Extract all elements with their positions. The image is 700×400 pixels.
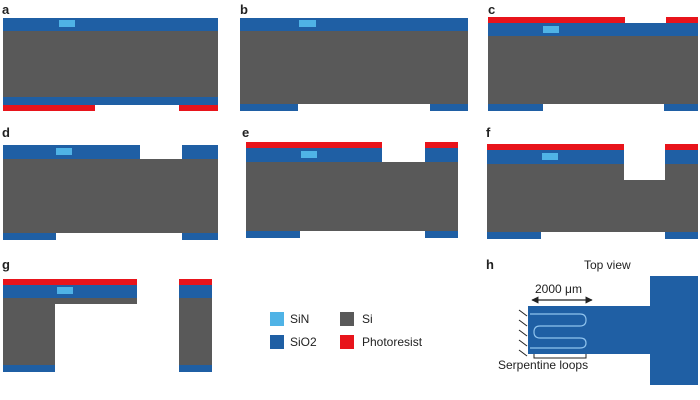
photoresist-bottom-right <box>179 105 218 111</box>
legend-swatch-photoresist <box>340 335 354 349</box>
si-substrate <box>3 31 218 97</box>
panel-h: h Top view 2000 μm Serpentine loops <box>486 257 698 385</box>
sin-waveguide <box>299 20 316 27</box>
sio2-top-right <box>182 145 218 159</box>
sio2-bottom-left <box>246 231 300 238</box>
serpentine-loops-path <box>530 313 587 349</box>
photoresist-top-right <box>179 279 212 285</box>
photoresist-top-right <box>665 144 698 150</box>
anchor-hatch-marks <box>518 309 528 357</box>
panel-a: a <box>2 2 218 111</box>
panel-label-g: g <box>2 257 10 272</box>
photoresist-top-left <box>487 144 624 150</box>
sio2-bottom-right <box>664 104 698 111</box>
si-substrate-etched-trench <box>624 180 665 232</box>
chip-body-top-view <box>650 276 698 385</box>
si-substrate <box>3 159 218 233</box>
panel-label-b: b <box>240 2 248 17</box>
sio2-bottom-layer <box>3 97 218 105</box>
panel-label-e: e <box>242 125 249 140</box>
sin-waveguide <box>59 20 75 27</box>
sin-waveguide <box>543 26 559 33</box>
panel-label-a: a <box>2 2 10 17</box>
sio2-bottom-left <box>3 365 55 372</box>
sio2-bottom-left <box>487 232 541 239</box>
sio2-bottom-right <box>182 233 218 240</box>
panel-d: d <box>2 125 218 240</box>
legend-label-sin: SiN <box>290 312 309 326</box>
panel-b: b <box>240 2 468 111</box>
legend: SiN Si SiO2 Photoresist <box>270 312 423 349</box>
si-substrate <box>488 36 698 104</box>
sio2-top-right <box>425 148 458 162</box>
panel-label-h: h <box>486 257 494 272</box>
panel-label-d: d <box>2 125 10 140</box>
si-substrate-left <box>487 164 624 232</box>
panel-e: e <box>242 125 458 238</box>
sio2-bottom-left <box>3 233 56 240</box>
sio2-bottom-left <box>240 104 298 111</box>
photoresist-top-left <box>3 279 137 285</box>
sio2-top-layer <box>488 23 698 36</box>
si-substrate <box>246 162 458 231</box>
legend-swatch-sio2 <box>270 335 284 349</box>
sio2-bottom-right <box>430 104 468 111</box>
sio2-bottom-left <box>488 104 543 111</box>
sio2-bottom-right <box>665 232 698 239</box>
si-substrate-right <box>665 164 698 232</box>
sin-waveguide <box>56 148 72 155</box>
panel-label-c: c <box>488 2 495 17</box>
sio2-top-layer <box>3 18 218 31</box>
legend-label-photoresist: Photoresist <box>362 335 423 349</box>
panel-g: g <box>2 257 212 372</box>
panel-f: f <box>486 125 698 239</box>
sio2-top-right <box>179 285 212 298</box>
legend-swatch-sin <box>270 312 284 326</box>
sio2-top-layer <box>240 18 468 31</box>
sin-waveguide <box>301 151 317 158</box>
panel-label-f: f <box>486 125 491 140</box>
loops-bracket <box>533 354 587 359</box>
legend-label-sio2: SiO2 <box>290 335 317 349</box>
si-substrate-left <box>3 298 55 365</box>
photoresist-bottom-left <box>3 105 95 111</box>
top-view-title: Top view <box>584 258 631 272</box>
legend-swatch-si <box>340 312 354 326</box>
si-thin-membrane <box>55 298 137 304</box>
sio2-bottom-right <box>425 231 458 238</box>
panel-c: c <box>488 2 698 111</box>
sio2-bottom-right <box>179 365 212 372</box>
photoresist-top-right <box>425 142 458 148</box>
photoresist-top-right <box>666 17 698 23</box>
sio2-top-right <box>665 150 698 164</box>
photoresist-top-left <box>246 142 382 148</box>
cantilever-top-view <box>528 306 650 354</box>
legend-label-si: Si <box>362 312 373 326</box>
si-substrate-right <box>179 298 212 365</box>
serpentine-loops-label: Serpentine loops <box>498 358 588 372</box>
scale-label: 2000 μm <box>535 282 582 296</box>
sin-waveguide <box>57 287 73 294</box>
si-substrate <box>240 31 468 104</box>
sin-waveguide <box>542 153 558 160</box>
photoresist-top-left <box>488 17 625 23</box>
